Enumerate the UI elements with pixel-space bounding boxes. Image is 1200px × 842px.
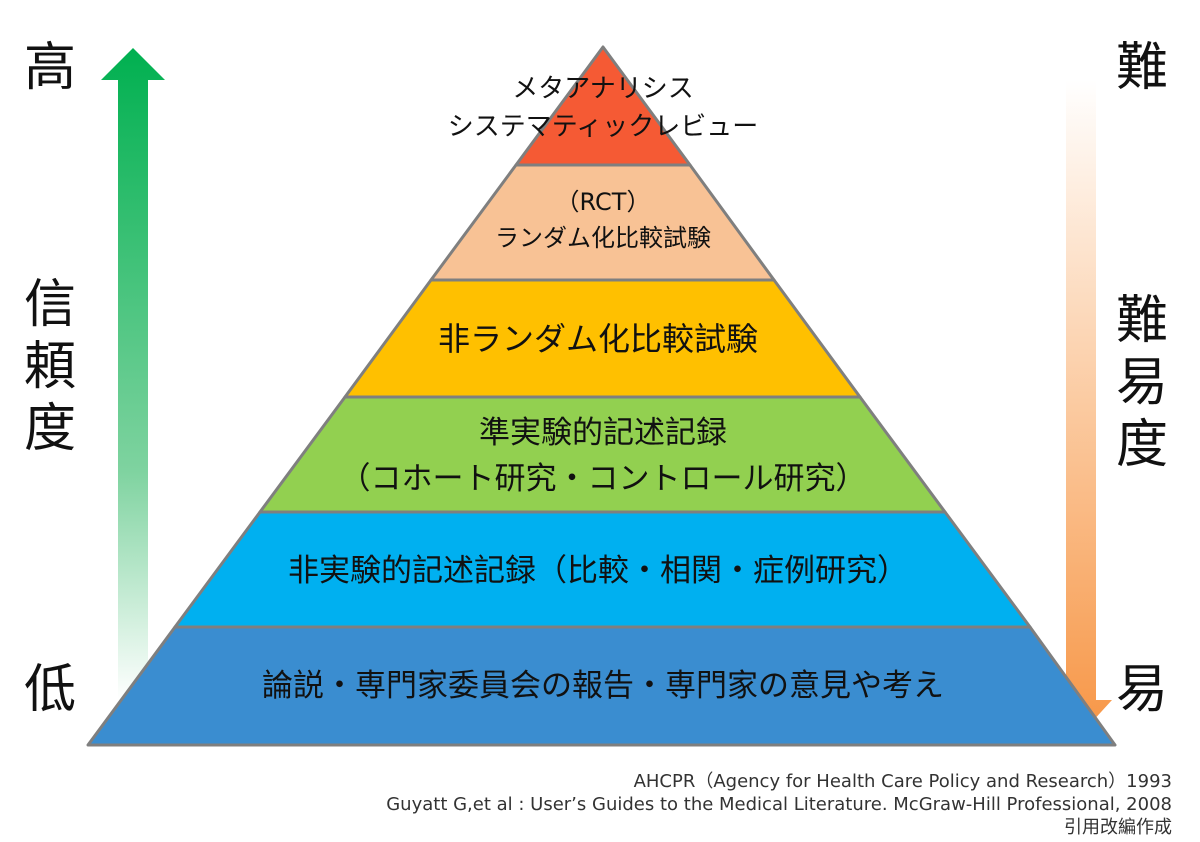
level-5-label: 非実験的記述記録（比較・相関・症例研究） — [288, 553, 908, 589]
reference-note: 引用改編作成 — [1064, 817, 1172, 838]
references: AHCPR（Agency for Health Care Policy and … — [386, 770, 1172, 839]
difficulty-title: 難 易 度 — [1112, 290, 1172, 476]
level-3-label: 非ランダム化比較試験 — [437, 320, 759, 358]
reference-2: Guyatt G,et al : User’s Guides to the Me… — [386, 794, 1172, 815]
difficulty-arrow — [1048, 80, 1112, 735]
reference-1: AHCPR（Agency for Health Care Policy and … — [633, 771, 1172, 792]
pyramid-level-6 — [86, 625, 1117, 747]
high-label: 高 — [23, 38, 76, 98]
difficulty-char: 難 — [1115, 291, 1168, 351]
level-4-label: 準実験的記述記録 （コホート研究・コントロール研究） — [340, 410, 867, 502]
reliability-arrow — [101, 48, 165, 700]
level-1-label: メタアナリシス システマティックレビュー — [448, 70, 758, 146]
easy-label: 易 — [1115, 660, 1168, 720]
reliability-title: 信 頼 度 — [20, 274, 80, 460]
level-1-line1: メタアナリシス — [512, 74, 694, 104]
reliability-char: 信 — [23, 275, 76, 335]
reliability-char: 度 — [23, 399, 76, 459]
level-2-line2: ランダム化比較試験 — [495, 224, 711, 252]
level-6-label: 論説・専門家委員会の報告・専門家の意見や考え — [262, 668, 944, 704]
difficulty-char: 度 — [1115, 415, 1168, 475]
level-4-line2: （コホート研究・コントロール研究） — [339, 461, 867, 497]
level-2-label: （RCT） ランダム化比較試験 — [495, 184, 711, 256]
level-4-line1: 準実験的記述記録 — [479, 415, 727, 451]
low-label: 低 — [23, 660, 76, 720]
difficulty-char: 易 — [1115, 353, 1168, 413]
reliability-char: 頼 — [23, 337, 76, 397]
level-2-line1: （RCT） — [555, 188, 651, 216]
level-1-line2: システマティックレビュー — [447, 112, 759, 142]
hard-label: 難 — [1115, 38, 1168, 98]
